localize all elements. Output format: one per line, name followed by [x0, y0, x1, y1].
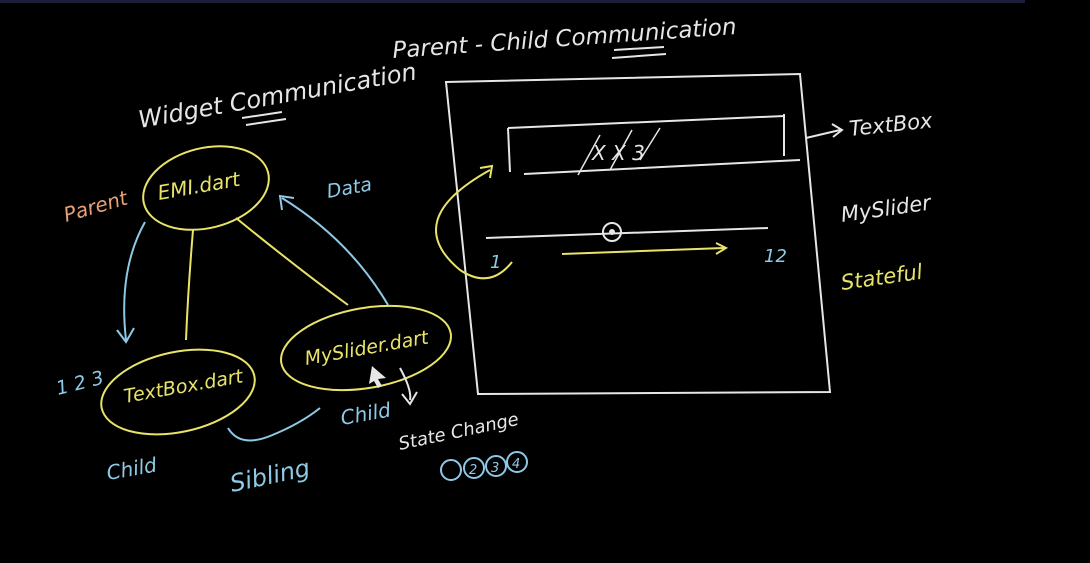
slider-to-parent-data-arrow [281, 197, 389, 306]
arrowhead-right-icon [831, 123, 844, 138]
sibling-connector [227, 407, 321, 442]
slider-node-ellipse [280, 304, 452, 392]
child-label-2: Child [339, 397, 393, 429]
state-value-3: 4 [512, 457, 520, 472]
circled-value-3 [506, 451, 528, 473]
root-node-label: EMI.dart [156, 167, 243, 205]
state-value-2: 3 [491, 461, 499, 476]
state-change-arrow [399, 367, 412, 401]
arrowhead-up-icon [278, 194, 295, 211]
slider-to-textbox-curve-arrow [435, 169, 513, 280]
arrowhead-down-icon [401, 391, 418, 406]
slider-direction-arrow [561, 247, 725, 255]
state-change-label: State Change [397, 409, 521, 455]
slider-thumb [602, 222, 622, 242]
title-underline-parent-child [611, 46, 667, 59]
textbox-node-ellipse [100, 348, 256, 436]
state-change-values: 2 3 4 [440, 451, 528, 481]
textbox-strike-marks [577, 127, 661, 176]
slider-callout-label: MySlider [839, 190, 933, 227]
circled-value-1 [463, 457, 485, 479]
arrowhead-down-icon [116, 327, 135, 344]
circled-value-2 [485, 455, 507, 477]
textbox-content: X X 3 [591, 141, 645, 165]
state-value-1: 2 [469, 463, 477, 478]
parent-to-textbox-arrow [123, 221, 146, 341]
cursor-icon [369, 366, 386, 388]
slider-max-label: 12 [764, 246, 787, 267]
root-node-ellipse [142, 145, 270, 231]
parent-slider-line [235, 217, 349, 306]
values-label: 1 2 3 [54, 367, 106, 400]
parent-textbox-line [185, 229, 194, 341]
title-parent-child-communication: Parent - Child Communication [392, 14, 738, 64]
app-frame [444, 72, 832, 396]
slider-track [485, 227, 769, 239]
title-underline-widget [241, 111, 287, 126]
textbox-pointer-arrow [805, 129, 841, 139]
slider-thumb-dot [609, 229, 615, 235]
arrowhead-right-icon [715, 242, 729, 255]
child-label-1: Child [105, 452, 159, 484]
stateful-label: Stateful [839, 260, 924, 295]
textbox-node-label: TextBox.dart [122, 365, 246, 408]
textbox-callout-label: TextBox [848, 108, 934, 141]
sibling-label: Sibling [227, 454, 312, 498]
arrowhead-up-icon [479, 164, 494, 179]
textbox-rectangle [507, 114, 801, 175]
slider-min-label: 1 [490, 252, 501, 273]
title-widget-communication: Widget Communication [136, 57, 418, 134]
parent-label: Parent [61, 185, 132, 226]
slider-node-label: MySlider.dart [303, 326, 432, 370]
circled-value-empty [440, 459, 462, 481]
window-top-bar [0, 0, 1025, 3]
data-label: Data [325, 173, 374, 203]
